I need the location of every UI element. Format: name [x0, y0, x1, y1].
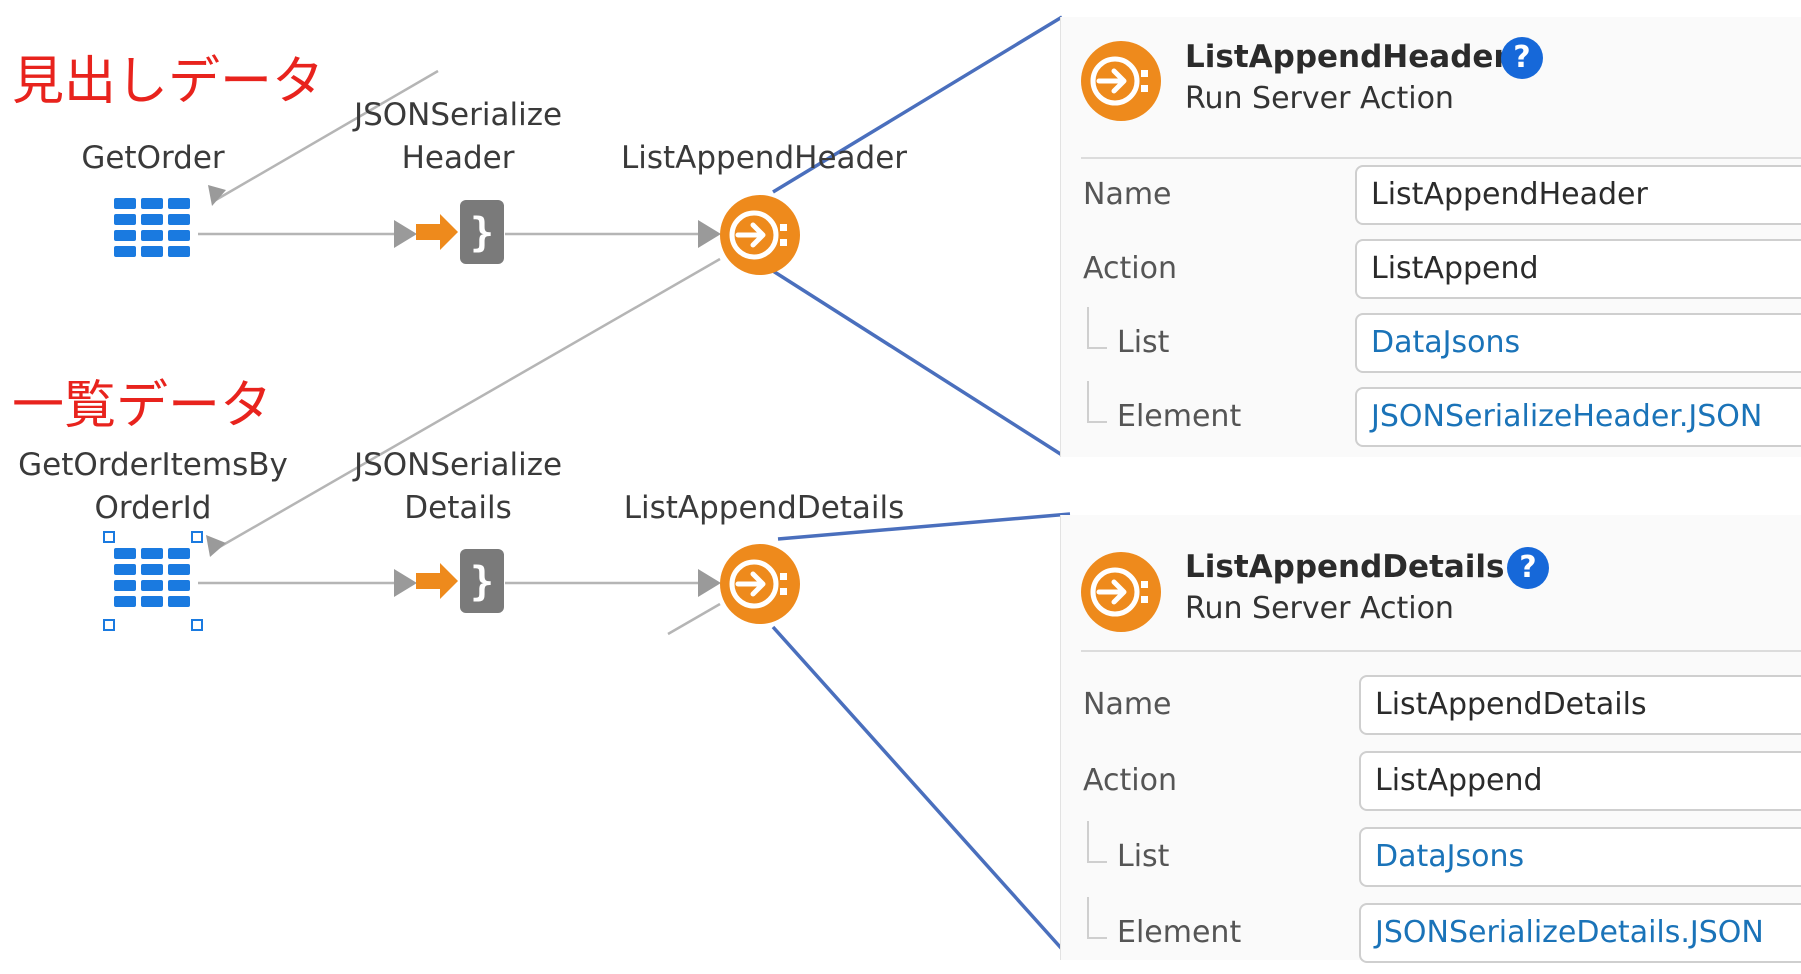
selection-handle[interactable] [191, 531, 203, 543]
property-field-name[interactable]: ListAppendDetails [1359, 675, 1801, 735]
tree-connector [1087, 381, 1107, 423]
run-server-action-icon [1081, 552, 1161, 632]
property-field-element[interactable]: JSONSerializeDetails.JSON [1359, 903, 1801, 963]
aggregate-table-icon[interactable] [114, 198, 194, 262]
node-label-jsonserialize-header: JSONSerialize Header [353, 97, 563, 176]
panel-title: ListAppendHeader [1185, 39, 1509, 75]
svg-text:}: } [470, 559, 494, 605]
property-field-name[interactable]: ListAppendHeader [1355, 165, 1801, 225]
property-label-element: Element [1117, 915, 1242, 950]
node-label-getorderitemsbyorderid: GetOrderItemsBy OrderId [18, 447, 288, 526]
help-icon[interactable]: ? [1501, 37, 1543, 79]
node-label-listappendheader: ListAppendHeader [620, 140, 908, 176]
property-field-list[interactable]: DataJsons [1359, 827, 1801, 887]
selection-handle[interactable] [103, 619, 115, 631]
aggregate-table-icon-selected[interactable] [114, 548, 194, 612]
property-label-name: Name [1083, 177, 1172, 212]
callout-line-top-upper [772, 15, 1063, 194]
tree-connector [1087, 821, 1107, 863]
arrowhead-getorderitems [206, 535, 226, 557]
callout-line-top-lower [772, 269, 1063, 457]
flow-arrow-top-1 [394, 220, 417, 248]
panel-title: ListAppendDetails [1185, 549, 1505, 585]
property-field-list[interactable]: DataJsons [1355, 313, 1801, 373]
divider [1081, 157, 1801, 159]
diagonal-line-middle [215, 257, 721, 551]
callout-line-bottom-lower [771, 625, 1072, 960]
flow-arrow-top-2 [698, 220, 721, 248]
flow-arrow-bottom-2 [698, 569, 721, 597]
tree-connector [1087, 897, 1107, 939]
properties-panel-details: ListAppendDetails ? Run Server Action Na… [1060, 515, 1801, 963]
tree-connector [1087, 307, 1107, 349]
property-label-action: Action [1083, 763, 1177, 798]
node-label-jsonserialize-details: JSONSerialize Details [353, 447, 563, 526]
selection-handle[interactable] [191, 619, 203, 631]
diagonal-line-bottom [667, 602, 721, 636]
json-serialize-icon[interactable]: } [414, 547, 506, 615]
property-field-element[interactable]: JSONSerializeHeader.JSON [1355, 387, 1801, 447]
help-icon[interactable]: ? [1507, 547, 1549, 589]
run-server-action-icon[interactable] [718, 193, 802, 277]
callout-line-bottom-upper [777, 512, 1071, 541]
property-label-list: List [1117, 839, 1170, 874]
property-field-action[interactable]: ListAppend [1355, 239, 1801, 299]
svg-text:}: } [470, 210, 494, 256]
run-server-action-icon [1081, 41, 1161, 121]
properties-panel-header: ListAppendHeader ? Run Server Action Nam… [1060, 17, 1801, 457]
flow-arrow-bottom-1 [394, 569, 417, 597]
property-label-element: Element [1117, 399, 1242, 434]
property-field-action[interactable]: ListAppend [1359, 751, 1801, 811]
annotation-header-data: 見出しデータ [12, 52, 325, 112]
panel-subtitle: Run Server Action [1185, 81, 1454, 116]
annotation-list-data: 一覧データ [12, 376, 273, 436]
property-label-action: Action [1083, 251, 1177, 286]
panel-subtitle: Run Server Action [1185, 591, 1454, 626]
arrowhead-getorder [208, 185, 226, 206]
property-label-name: Name [1083, 687, 1172, 722]
property-label-list: List [1117, 325, 1170, 360]
run-server-action-icon[interactable] [718, 542, 802, 626]
divider [1081, 650, 1801, 652]
node-label-listappenddetails: ListAppendDetails [623, 490, 905, 526]
node-label-getorder: GetOrder [81, 140, 225, 176]
selection-handle[interactable] [103, 531, 115, 543]
diagonal-line-top [213, 69, 439, 203]
json-serialize-icon[interactable]: } [414, 198, 506, 266]
